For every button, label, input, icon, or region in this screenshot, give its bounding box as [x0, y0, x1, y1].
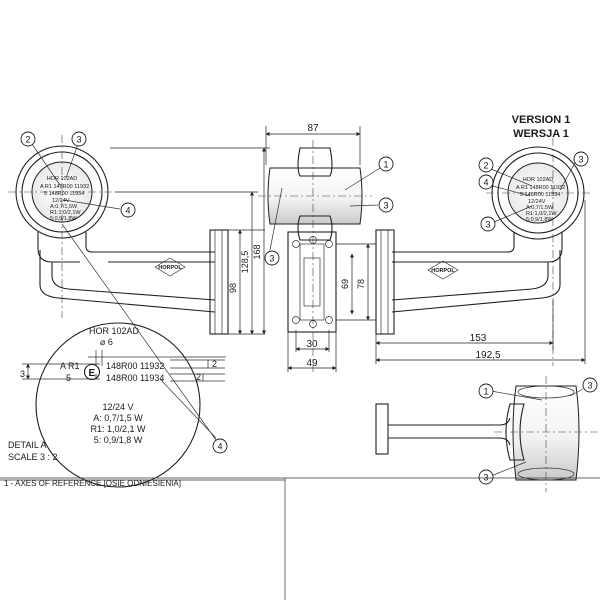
- footer-note: 1 - AXES OF REFERENCE [OSIE ODNIESIENIA]: [4, 479, 181, 488]
- detail-phi: ⌀ 6: [100, 337, 113, 347]
- dim-87: 87: [307, 123, 319, 134]
- e-mark: E: [89, 368, 96, 379]
- callout-3-top-bottom: 3: [483, 473, 488, 483]
- lamp-face-row4: A:0,7/1,5W: [50, 204, 78, 210]
- callout-3-right-bottom: 3: [485, 220, 490, 230]
- svg-text:HORPOL: HORPOL: [158, 265, 182, 271]
- svg-text:12/24V: 12/24V: [528, 199, 546, 205]
- lamp-face-row5: R1:1,0/2,1W: [50, 210, 81, 216]
- callout-3-right-top: 3: [578, 155, 583, 165]
- callout-3-center-left: 3: [269, 254, 274, 264]
- svg-text:VERSION 1: VERSION 1: [512, 114, 571, 126]
- callout-3-center-right: 3: [383, 201, 388, 211]
- detail-callout: 4: [212, 438, 228, 454]
- detail-row2-label: 5: [66, 373, 71, 383]
- dim-192-5: 192,5: [475, 350, 500, 361]
- lamp-face-row6: 5:0,9/1,8W: [50, 216, 77, 222]
- detail-voltage: 12/24 V: [102, 402, 133, 412]
- svg-text:5 148R00 11934: 5 148R00 11934: [520, 192, 560, 198]
- detail-dim-2b: 2: [196, 372, 201, 382]
- dim-168: 168: [252, 244, 262, 259]
- detail-spec-a: A: 0,7/1,5 W: [93, 413, 143, 423]
- svg-text:WERSJA 1: WERSJA 1: [513, 128, 569, 140]
- callout-3-top-right: 3: [587, 381, 592, 391]
- detail-a: HOR 102AD ⌀ 6 E 9 A R1 148R00 11932 5 14…: [8, 322, 226, 488]
- dim-128-5: 128,5: [240, 251, 250, 274]
- dim-153: 153: [470, 333, 487, 344]
- detail-dim-3: 3: [20, 369, 25, 379]
- lamp-face-row1: A R1 148R00 11932: [40, 184, 89, 190]
- detail-spec-r1: R1: 1,0/2,1 W: [90, 424, 146, 434]
- top-view-callouts: 1 3 3: [478, 377, 598, 485]
- svg-text:A:0,7/1,5W: A:0,7/1,5W: [526, 205, 554, 211]
- dim-69: 69: [340, 279, 350, 289]
- dim-49: 49: [306, 358, 318, 369]
- detail-row1-label: A R1: [60, 361, 80, 371]
- callout-4-left: 4: [125, 206, 130, 216]
- callout-3-left: 3: [76, 135, 81, 145]
- callout-2-right: 2: [483, 161, 488, 171]
- footer: 1 - AXES OF REFERENCE [OSIE ODNIESIENIA]: [0, 477, 600, 600]
- svg-text:HOR 102AD: HOR 102AD: [523, 177, 554, 183]
- lamp-face-row2: 5 148R00 11934: [44, 191, 84, 197]
- detail-spec-5: 5: 0,9/1,8 W: [94, 435, 143, 445]
- right-callouts: 2 3 4 3: [478, 151, 589, 232]
- callout-4-right: 4: [483, 178, 488, 188]
- horpol-logo-right: HORPOL: [427, 260, 459, 280]
- right-lamp-view: HOR 102AD A R1 148R00 11932 5 148R00 119…: [375, 138, 592, 366]
- svg-text:5:0,9/1,8W: 5:0,9/1,8W: [526, 217, 553, 223]
- svg-text:A R1 148R00 11932: A R1 148R00 11932: [516, 185, 565, 191]
- e-mark-number: 9: [95, 374, 98, 380]
- callout-1-center: 1: [383, 160, 388, 170]
- lamp-face-model: HOR 102AD: [47, 176, 78, 182]
- dim-30: 30: [306, 339, 318, 350]
- callout-1-top: 1: [483, 387, 488, 397]
- svg-text:HORPOL: HORPOL: [431, 268, 455, 274]
- left-callouts: 2 3 4: [20, 131, 217, 441]
- detail-dim-2a: 2: [212, 359, 217, 369]
- dim-98: 98: [228, 283, 238, 293]
- center-lamp-view: 87 30 49 69 78: [258, 123, 376, 372]
- detail-row2-code: 148R00 11934: [106, 373, 164, 383]
- dim-78: 78: [356, 279, 366, 289]
- detail-row1-code: 148R00 11932: [106, 361, 164, 371]
- svg-text:R1:1,0/2,1W: R1:1,0/2,1W: [526, 211, 557, 217]
- left-lamp-view: HOR 102AD A R1 148R00 11932 5 148R00 119…: [8, 135, 229, 335]
- detail-scale: SCALE 3 : 2: [8, 452, 58, 462]
- callout-4-detail: 4: [217, 442, 222, 452]
- lamp-face-row3: 12/24V: [52, 198, 70, 204]
- horpol-logo: HORPOL: [154, 257, 186, 277]
- callout-2-left: 2: [25, 135, 30, 145]
- center-callouts: 1 3 3: [264, 156, 394, 266]
- detail-model: HOR 102AD: [89, 326, 140, 336]
- version-label: VERSION 1 WERSJA 1: [512, 114, 571, 140]
- detail-title: DETAIL A: [8, 440, 47, 450]
- left-dimensions: 98 128,5 168: [110, 147, 270, 335]
- top-view: [375, 376, 598, 492]
